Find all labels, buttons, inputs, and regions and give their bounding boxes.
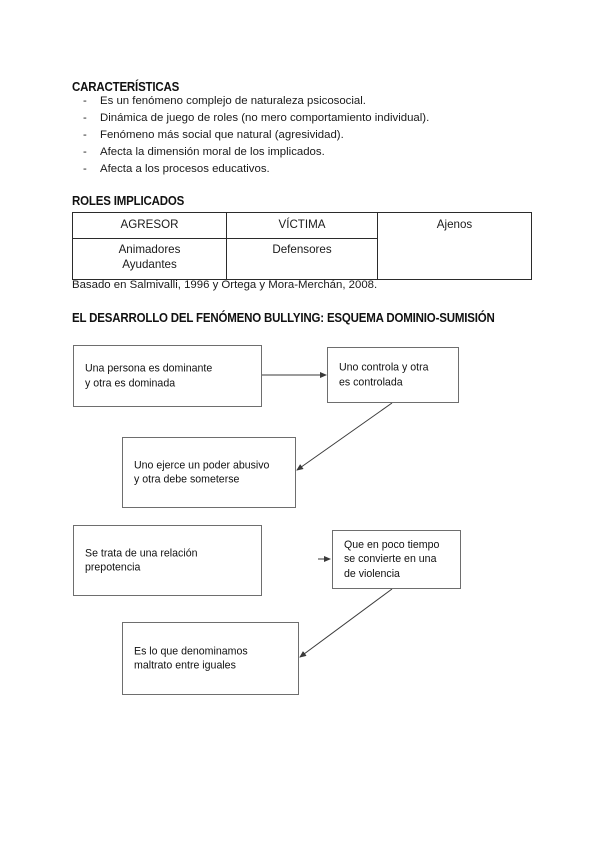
table-row: AGRESOR VÍCTIMA Ajenos	[72, 212, 532, 280]
source-note: Basado en Salmivalli, 1996 y Ortega y Mo…	[72, 279, 378, 291]
flow-box-maltrato: Es lo que denominamos maltrato entre igu…	[122, 622, 299, 695]
heading-roles-implicados: ROLES IMPLICADOS	[72, 194, 185, 208]
bullet-marker: -	[83, 146, 87, 159]
heading-desarrollo-bullying: EL DESARROLLO DEL FENÓMENO BULLYING: ESQ…	[72, 311, 495, 325]
flow-box-controla: Uno controla y otra es controlada	[327, 347, 459, 403]
flow-box-text: Una persona es dominante y otra es domin…	[85, 362, 213, 389]
list-item: - Afecta a los procesos educativos.	[72, 161, 542, 178]
cell-text: Animadores Ayudantes	[118, 243, 181, 271]
bullet-marker: -	[83, 95, 87, 107]
cell-text: VÍCTIMA	[278, 218, 326, 231]
bullet-marker: -	[83, 112, 87, 125]
cell-text: Defensores	[272, 243, 332, 256]
flow-box-text: Es lo que denominamos maltrato entre igu…	[134, 644, 248, 672]
list-item-label: Es un fenómeno complejo de naturaleza ps…	[100, 95, 366, 107]
list-item: - Dinámica de juego de roles (no mero co…	[72, 110, 542, 127]
roles-table: AGRESOR VÍCTIMA Ajenos Animadores Ayudan…	[72, 212, 532, 280]
list-item: - Fenómeno más social que natural (agres…	[72, 127, 542, 144]
list-item-label: Afecta a los procesos educativos.	[100, 163, 270, 176]
list-item-label: Dinámica de juego de roles (no mero comp…	[100, 112, 430, 125]
flow-box-text: Se trata de una relación prepotencia	[85, 546, 198, 574]
bullet-marker: -	[83, 129, 87, 142]
flow-box-text: Uno ejerce un poder abusivo y otra debe …	[134, 458, 270, 486]
flow-box-violencia: Que en poco tiempo se convierte en una d…	[332, 530, 461, 589]
table-row: Animadores Ayudantes Defensores	[72, 238, 532, 280]
flow-box-text: Uno controla y otra es controlada	[339, 361, 429, 388]
flow-box-prepotencia: Se trata de una relación prepotencia	[73, 525, 262, 596]
table-cell-animadores-ayudantes: Animadores Ayudantes	[72, 238, 227, 280]
table-cell-defensores: Defensores	[226, 238, 378, 280]
list-item: - Afecta la dimensión moral de los impli…	[72, 144, 542, 161]
list-item: - Es un fenómeno complejo de naturaleza …	[72, 93, 542, 110]
caracteristicas-list: - Es un fenómeno complejo de naturaleza …	[72, 93, 542, 178]
flow-box-text: Que en poco tiempo se convierte en una d…	[344, 538, 440, 580]
list-item-label: Fenómeno más social que natural (agresiv…	[100, 129, 344, 142]
cell-text: AGRESOR	[120, 218, 179, 231]
connector-controla-to-poder	[296, 402, 393, 471]
list-item-label: Afecta la dimensión moral de los implica…	[100, 146, 325, 159]
heading-caracteristicas: CARACTERÍSTICAS	[72, 80, 180, 94]
cell-text: Ajenos	[436, 218, 473, 231]
bullet-marker: -	[83, 163, 87, 176]
flow-box-poder-abusivo: Uno ejerce un poder abusivo y otra debe …	[122, 437, 296, 508]
table-cell-ajenos: Ajenos	[377, 212, 532, 280]
connector-violencia-to-maltrato	[299, 588, 393, 658]
flow-box-dominante: Una persona es dominante y otra es domin…	[73, 345, 262, 407]
